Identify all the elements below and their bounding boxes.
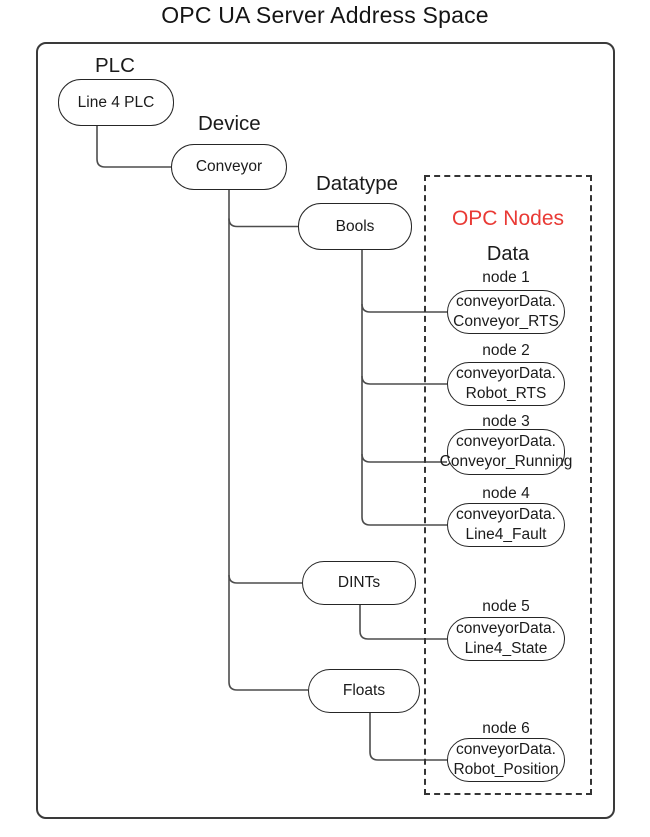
opc-node-3-label: node 3 — [482, 413, 530, 430]
opc-node-2-line2: Robot_RTS — [465, 385, 547, 402]
tree-node-floats: Floats — [308, 669, 420, 713]
opc-node-5-line1: conveyorData. — [456, 620, 556, 637]
opc-node-6-box: conveyorData. Robot_Position — [447, 738, 565, 782]
tree-node-floats-label: Floats — [342, 682, 386, 699]
opc-node-6-line2: Robot_Position — [453, 761, 559, 778]
tree-node-conveyor-label: Conveyor — [195, 158, 263, 175]
opc-node-5-line2: Line4_State — [464, 640, 548, 657]
opc-node-2-label: node 2 — [482, 342, 530, 359]
opc-nodes-title: OPC Nodes — [451, 207, 565, 230]
tree-node-dints: DINTs — [302, 561, 416, 605]
diagram-title: OPC UA Server Address Space — [161, 2, 489, 28]
tree-node-line4plc: Line 4 PLC — [58, 79, 174, 126]
tree-node-dints-label: DINTs — [337, 574, 381, 591]
opc-node-1-label: node 1 — [482, 269, 530, 286]
opc-node-3-line2: Conveyor_Running — [439, 453, 573, 470]
opc-node-2-box: conveyorData. Robot_RTS — [447, 362, 565, 406]
opc-node-5-box: conveyorData. Line4_State — [447, 617, 565, 661]
opc-node-1-line2: Conveyor_RTS — [453, 313, 559, 330]
tree-node-conveyor: Conveyor — [171, 144, 287, 190]
opc-node-4-label: node 4 — [482, 485, 530, 502]
opc-node-6-line1: conveyorData. — [456, 741, 556, 758]
group-label-plc: PLC — [95, 54, 135, 77]
opc-node-1-line1: conveyorData. — [456, 293, 556, 310]
opc-node-1-box: conveyorData. Conveyor_RTS — [447, 290, 565, 334]
opc-node-2-line1: conveyorData. — [456, 365, 556, 382]
opc-data-label: Data — [486, 243, 530, 265]
tree-node-bools-label: Bools — [335, 217, 375, 235]
opc-node-4-line1: conveyorData. — [456, 506, 556, 523]
opc-node-4-box: conveyorData. Line4_Fault — [447, 503, 565, 547]
tree-node-bools: Bools — [298, 203, 412, 250]
opc-node-3-line1: conveyorData. — [456, 433, 556, 450]
group-label-datatype: Datatype — [316, 172, 399, 195]
group-label-device: Device — [198, 112, 261, 135]
opc-node-6-label: node 6 — [482, 720, 530, 737]
opc-node-5-label: node 5 — [482, 598, 530, 615]
tree-node-line4plc-label: Line 4 PLC — [77, 93, 155, 111]
opc-nodes-frame — [424, 175, 592, 795]
outer-frame — [36, 42, 615, 819]
opc-node-4-line2: Line4_Fault — [465, 526, 547, 543]
opc-node-3-box: conveyorData. Conveyor_Running — [440, 429, 572, 475]
